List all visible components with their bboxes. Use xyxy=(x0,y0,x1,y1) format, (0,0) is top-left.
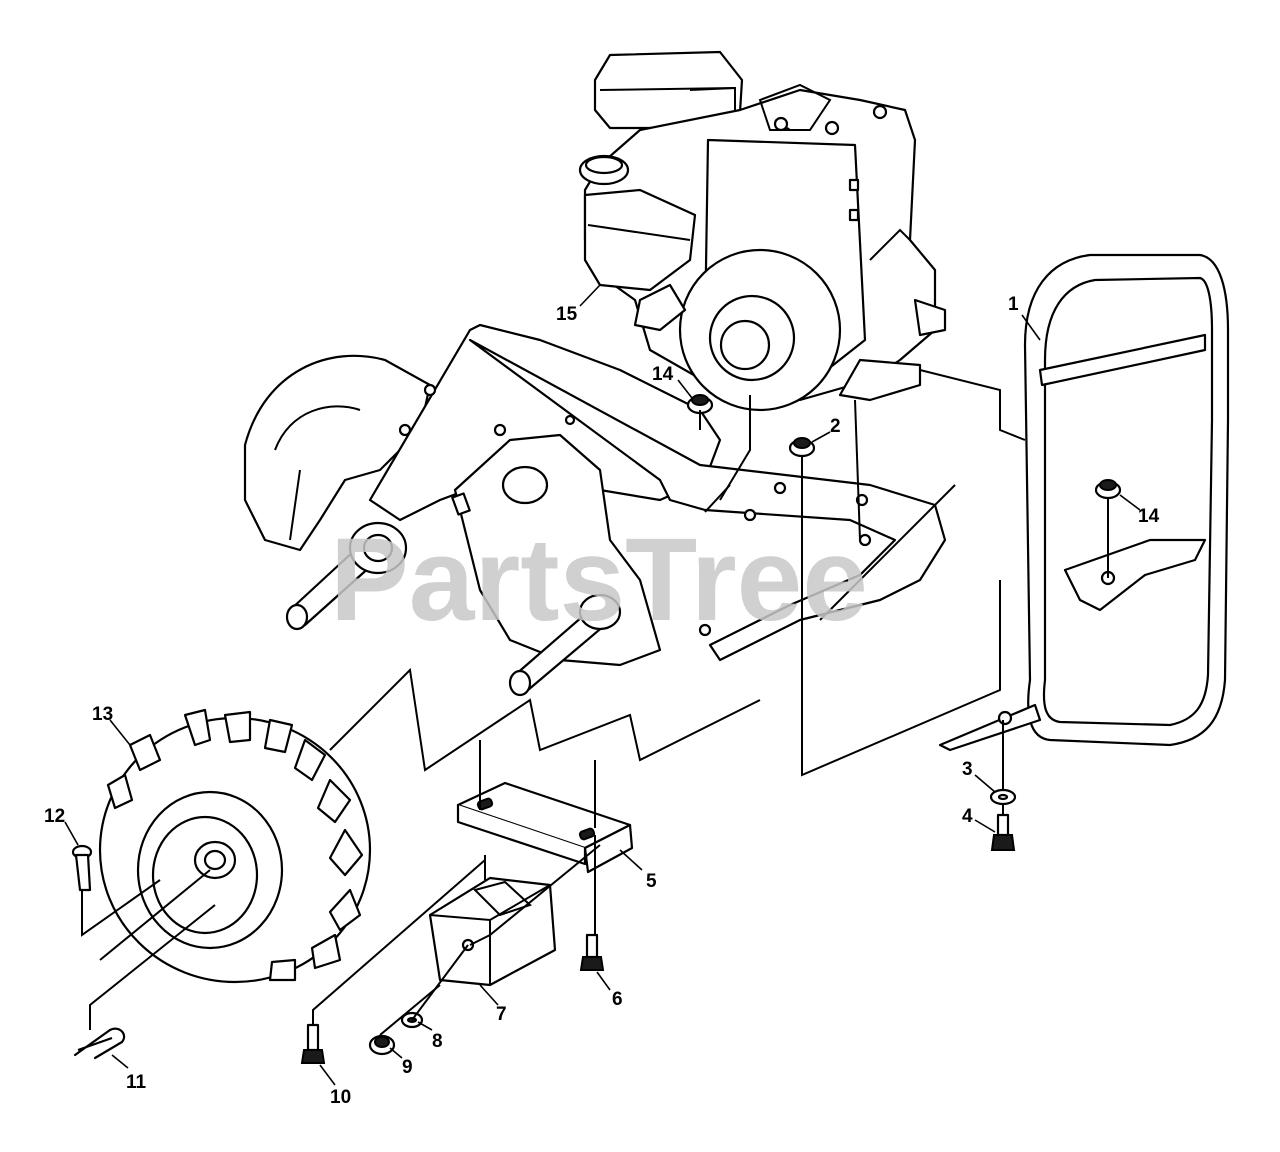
nut-9[interactable] xyxy=(368,1034,396,1056)
callout-labels: 1 2 3 4 5 6 7 8 9 10 11 12 13 14 14 15 xyxy=(44,294,1160,1108)
bolt-4[interactable] xyxy=(990,813,1016,851)
callout-15[interactable]: 15 xyxy=(556,304,578,325)
watermark-text: PartsTree xyxy=(330,514,868,646)
callout-8[interactable]: 8 xyxy=(432,1031,443,1052)
axle-shafts[interactable] xyxy=(285,521,622,697)
bolt-10[interactable] xyxy=(300,1023,326,1064)
weight-block[interactable] xyxy=(428,876,557,987)
callout-5[interactable]: 5 xyxy=(646,871,657,892)
tine-shield[interactable] xyxy=(243,354,432,552)
bolt-6[interactable] xyxy=(579,933,605,971)
nut-2[interactable] xyxy=(788,437,816,458)
leader-lines xyxy=(64,284,1141,1086)
callout-13[interactable]: 13 xyxy=(92,704,113,725)
assembly-lines xyxy=(81,369,1109,1036)
callout-10[interactable]: 10 xyxy=(330,1087,351,1108)
callout-7[interactable]: 7 xyxy=(496,1004,507,1025)
callout-14b[interactable]: 14 xyxy=(1138,506,1160,527)
callout-4[interactable]: 4 xyxy=(962,806,973,827)
callout-9[interactable]: 9 xyxy=(402,1057,413,1078)
hairpin-clip-11[interactable] xyxy=(73,1027,126,1060)
bumper-guard[interactable] xyxy=(938,253,1230,752)
washer-3[interactable] xyxy=(989,788,1017,806)
callout-6[interactable]: 6 xyxy=(612,989,623,1010)
callout-11[interactable]: 11 xyxy=(126,1072,147,1093)
callout-12[interactable]: 12 xyxy=(44,806,65,827)
engine[interactable] xyxy=(578,50,947,412)
hitch-plate[interactable] xyxy=(456,781,634,874)
callout-14a[interactable]: 14 xyxy=(652,364,674,385)
wheel-tire[interactable] xyxy=(98,708,372,984)
nut-14b[interactable] xyxy=(1094,479,1122,500)
callout-2[interactable]: 2 xyxy=(830,416,841,437)
callout-1[interactable]: 1 xyxy=(1008,294,1019,315)
callout-3[interactable]: 3 xyxy=(962,759,973,780)
clevis-pin-12[interactable] xyxy=(71,844,93,892)
